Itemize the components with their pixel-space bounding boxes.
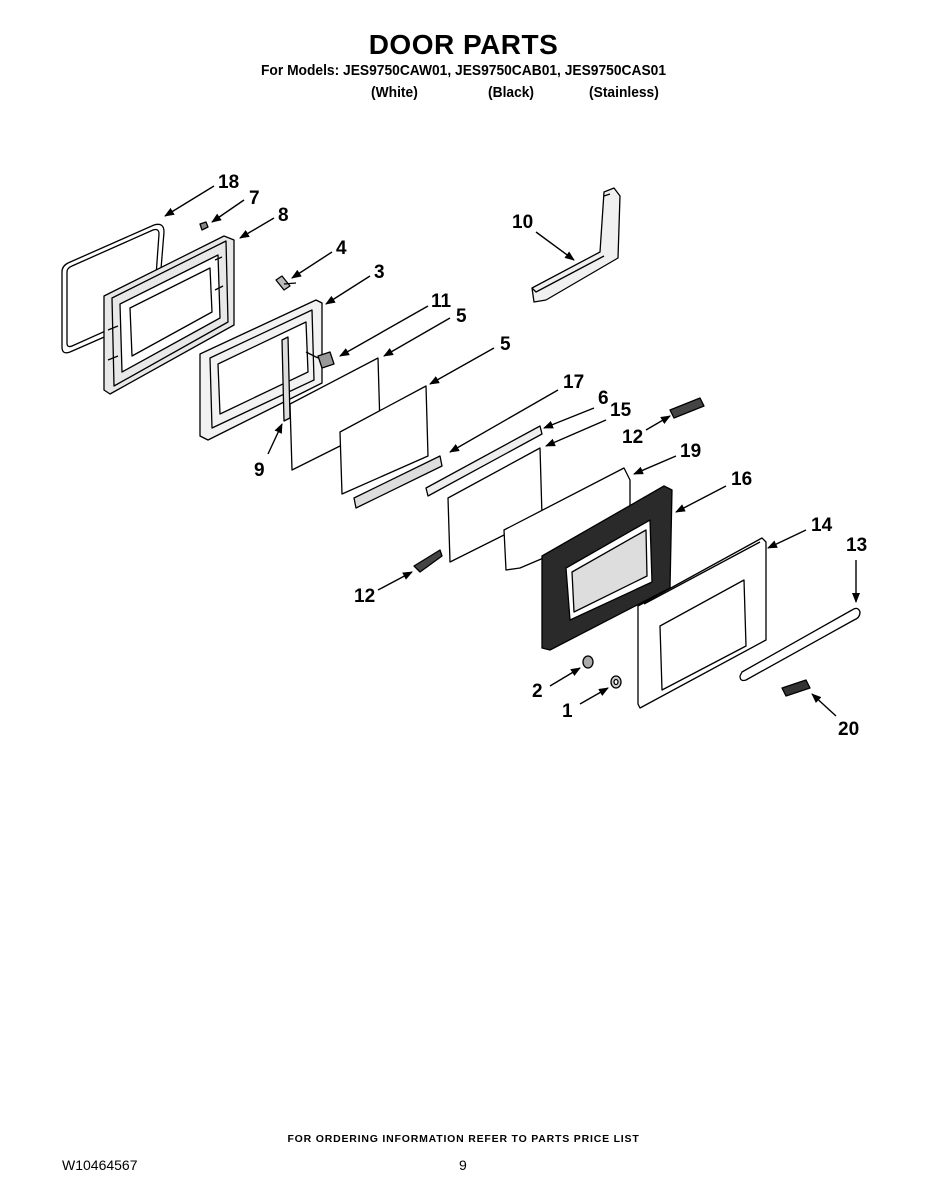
part-hinge-channel-10 (531, 187, 621, 303)
callout-17: 17 (563, 372, 584, 393)
callout-8: 8 (278, 205, 289, 226)
callout-16: 16 (731, 469, 752, 490)
page-header: DOOR PARTS For Models: JES9750CAW01, JES… (0, 28, 927, 80)
callout-1: 1 (562, 701, 573, 722)
callout-12-lower: 12 (354, 586, 375, 607)
callout-18: 18 (218, 172, 239, 193)
callout-2: 2 (532, 681, 543, 702)
part-bracket-9 (281, 336, 291, 422)
leader-lines (164, 185, 860, 717)
part-grommet-2 (582, 655, 594, 669)
variant-black: (Black) (488, 84, 535, 101)
callout-11: 11 (431, 291, 452, 312)
callout-9: 9 (254, 460, 265, 481)
part-glass-5b (339, 385, 429, 495)
part-screw-11 (305, 351, 335, 369)
callout-6: 6 (598, 388, 609, 409)
part-nut-7 (199, 221, 209, 231)
part-inner-frame-8 (103, 235, 235, 395)
models-line: For Models: JES9750CAW01, JES9750CAB01, … (260, 62, 667, 79)
part-spacer-17 (353, 455, 443, 509)
callout-5-lower: 5 (500, 334, 511, 355)
part-trim-6 (425, 425, 543, 497)
page-title: DOOR PARTS (368, 29, 559, 60)
callout-3: 3 (374, 262, 385, 283)
part-clip-12-lower (413, 549, 443, 573)
part-handle-13 (739, 607, 861, 682)
document-id: W10464567 (62, 1157, 138, 1173)
callout-20: 20 (838, 719, 859, 740)
callout-10: 10 (512, 212, 533, 233)
part-window-frame-16 (541, 485, 673, 651)
variant-white: (White) (371, 84, 418, 101)
callout-7: 7 (249, 188, 260, 209)
page-number: 9 (459, 1157, 467, 1173)
callout-14: 14 (811, 515, 833, 536)
callout-15: 15 (610, 400, 632, 421)
callout-5-upper: 5 (456, 306, 467, 327)
part-badge-20 (781, 679, 811, 697)
callout-19: 19 (680, 441, 701, 462)
callout-12-upper: 12 (622, 427, 643, 448)
ordering-note: FOR ORDERING INFORMATION REFER TO PARTS … (287, 1133, 640, 1145)
part-outer-panel-14 (637, 537, 767, 709)
variant-stainless: (Stainless) (589, 84, 659, 101)
callout-4: 4 (336, 238, 347, 259)
part-screw-4 (275, 275, 297, 291)
callout-13: 13 (846, 535, 867, 556)
part-washer-1 (610, 675, 622, 689)
callout-labels: 18 7 8 4 3 11 5 5 10 17 6 15 12 19 16 9 … (218, 172, 867, 740)
part-clip-12-upper (669, 397, 705, 419)
